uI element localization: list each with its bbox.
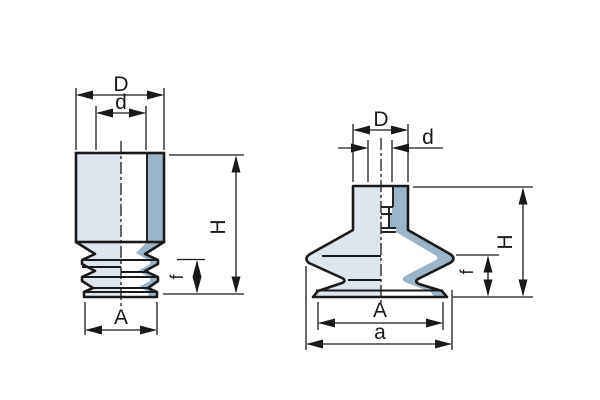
left-cup-material-fill [76,153,121,297]
left-dim-A [84,302,158,335]
left-dim-d [95,106,147,150]
right-dim-label-f: f [457,269,477,275]
left-cup-bellows-wall [136,242,164,297]
right-dim-d [338,140,443,182]
right-dim-f [456,254,499,297]
left-dim-label-d: d [115,91,127,114]
right-dim-label-D: D [373,108,388,131]
left-cup-far-wall [147,153,164,242]
right-cup-bellows-wall [396,230,454,297]
right-dim-label-a: a [374,321,386,344]
right-dim-label-A: A [373,299,387,322]
left-figure: D d H f A [74,73,244,335]
left-dim-label-H: H [207,219,230,234]
left-dim-D [75,88,165,150]
right-dim-D [352,124,409,182]
right-cup-interior-lines [316,186,443,292]
right-figure: D d H f A [305,108,533,350]
right-dim-H [413,186,533,298]
left-dim-label-f: f [167,274,187,280]
left-dim-label-D: D [113,73,128,96]
right-cup-outline [305,184,455,299]
left-dim-f [177,258,205,294]
right-dim-label-d: d [422,126,434,149]
right-dim-A [317,302,444,330]
right-dim-a [305,266,453,350]
right-cup-far-wall [389,186,408,232]
left-dim-label-A: A [114,306,128,329]
right-dim-label-H: H [494,234,517,249]
left-dim-H [163,154,244,295]
left-cup-body-outline [74,151,166,244]
